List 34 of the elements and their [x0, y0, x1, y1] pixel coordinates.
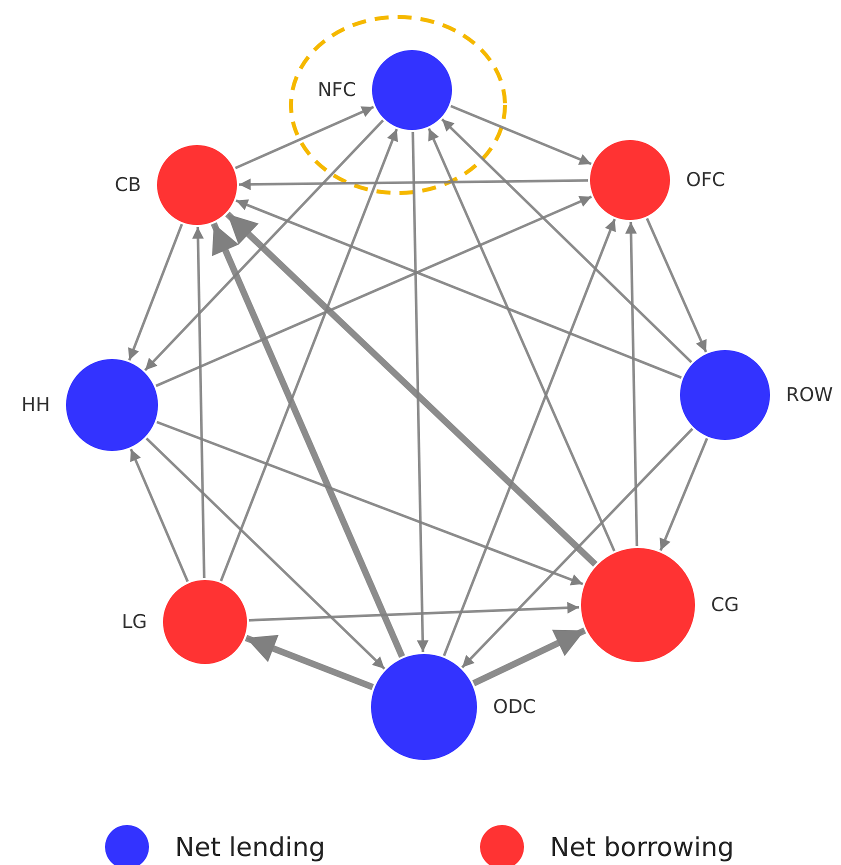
arrow	[236, 199, 682, 379]
node-label: CG	[711, 594, 739, 616]
arrow	[234, 106, 374, 170]
node-label: ROW	[786, 384, 833, 406]
node-label: ODC	[493, 696, 536, 718]
arrow	[192, 226, 206, 578]
arrow	[646, 218, 708, 353]
legend-label: Net borrowing	[550, 833, 734, 863]
arrow	[461, 428, 694, 668]
arrow	[146, 437, 386, 670]
arrow	[144, 120, 384, 372]
node-label: HH	[21, 394, 50, 416]
arrow	[238, 178, 588, 190]
node-label: OFC	[686, 169, 726, 191]
arrow	[450, 104, 592, 166]
arrow	[210, 222, 406, 658]
arrow	[248, 602, 580, 622]
arrow	[625, 222, 638, 546]
arrow	[412, 132, 429, 652]
arrow	[128, 224, 184, 361]
arrow	[428, 128, 616, 552]
arrow	[472, 627, 586, 686]
node-label: CB	[114, 174, 141, 196]
arrow	[220, 128, 398, 582]
node-label: NFC	[318, 79, 356, 101]
arrow	[244, 634, 374, 690]
legend-label: Net lending	[175, 833, 326, 863]
arrow	[659, 438, 708, 551]
arrow	[225, 212, 598, 567]
arrow	[442, 218, 616, 656]
arrow	[130, 448, 189, 582]
arrow	[156, 420, 584, 586]
arrow	[441, 118, 692, 364]
node-label: LG	[122, 611, 147, 633]
